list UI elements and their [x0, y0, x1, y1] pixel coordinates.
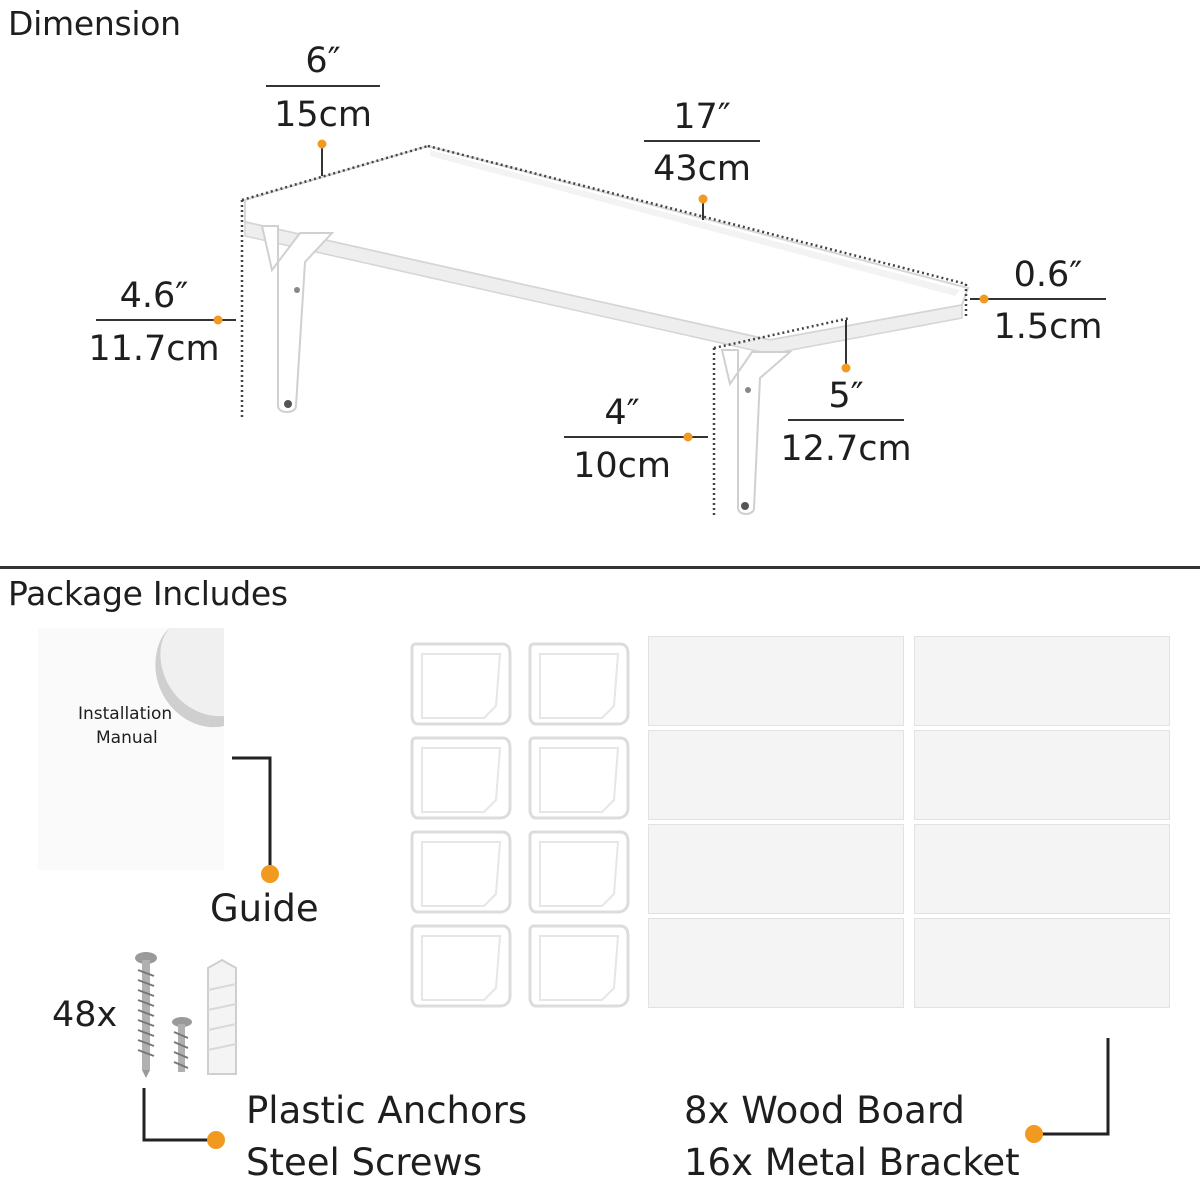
shelf-illustration — [244, 144, 970, 515]
wood-boards-label: 8x Wood Board — [684, 1089, 965, 1132]
section-divider — [0, 566, 1200, 569]
metal-brackets-label: 16x Metal Bracket — [684, 1141, 1020, 1184]
wood-board — [914, 730, 1170, 820]
dimension-markers — [213, 139, 989, 442]
installation-manual: Installation Manual — [38, 628, 224, 870]
package-title: Package Includes — [8, 574, 288, 613]
manual-text-line1: Installation — [78, 704, 173, 724]
bracket-height-inch-label: 4.6″ — [119, 276, 189, 316]
screws-anchors-illustration — [135, 952, 237, 1078]
bracket-inner-cm-label: 10cm — [573, 446, 671, 486]
manual-text-line2: Manual — [96, 728, 158, 748]
wood-board — [914, 636, 1170, 726]
bracket-depth-inch-label: 5″ — [828, 376, 864, 416]
wood-board — [648, 824, 904, 914]
wood-board — [914, 824, 1170, 914]
short-screw-icon — [172, 1017, 192, 1072]
shelf-dimension-diagram — [96, 85, 1106, 518]
wood-board — [648, 918, 904, 1008]
length-inch-label: 17″ — [673, 97, 731, 137]
screws-count-label: 48x — [52, 995, 118, 1035]
dimension-leaders — [96, 85, 1106, 438]
length-cm-label: 43cm — [653, 149, 751, 189]
guide-label: Guide — [210, 887, 319, 930]
plastic-anchors-label: Plastic Anchors — [246, 1089, 528, 1132]
depth-cm-label: 15cm — [274, 95, 372, 135]
wood-board — [914, 918, 1170, 1008]
long-screw-icon — [135, 952, 157, 1078]
wood-board — [648, 730, 904, 820]
metal-brackets-grid — [410, 642, 630, 1008]
dimension-guides — [240, 144, 968, 518]
plastic-anchor-icon — [207, 958, 237, 1075]
bracket-depth-cm-label: 12.7cm — [780, 429, 912, 469]
page-curl-icon — [155, 628, 224, 728]
wood-board — [648, 636, 904, 726]
bracket-inner-inch-label: 4″ — [604, 393, 640, 433]
depth-inch-label: 6″ — [305, 41, 341, 81]
steel-screws-label: Steel Screws — [246, 1141, 483, 1184]
thickness-inch-label: 0.6″ — [1013, 255, 1083, 295]
thickness-cm-label: 1.5cm — [993, 307, 1103, 347]
bracket-height-cm-label: 11.7cm — [88, 329, 220, 369]
dimension-title: Dimension — [8, 4, 181, 43]
wood-boards-grid — [648, 636, 1170, 1010]
